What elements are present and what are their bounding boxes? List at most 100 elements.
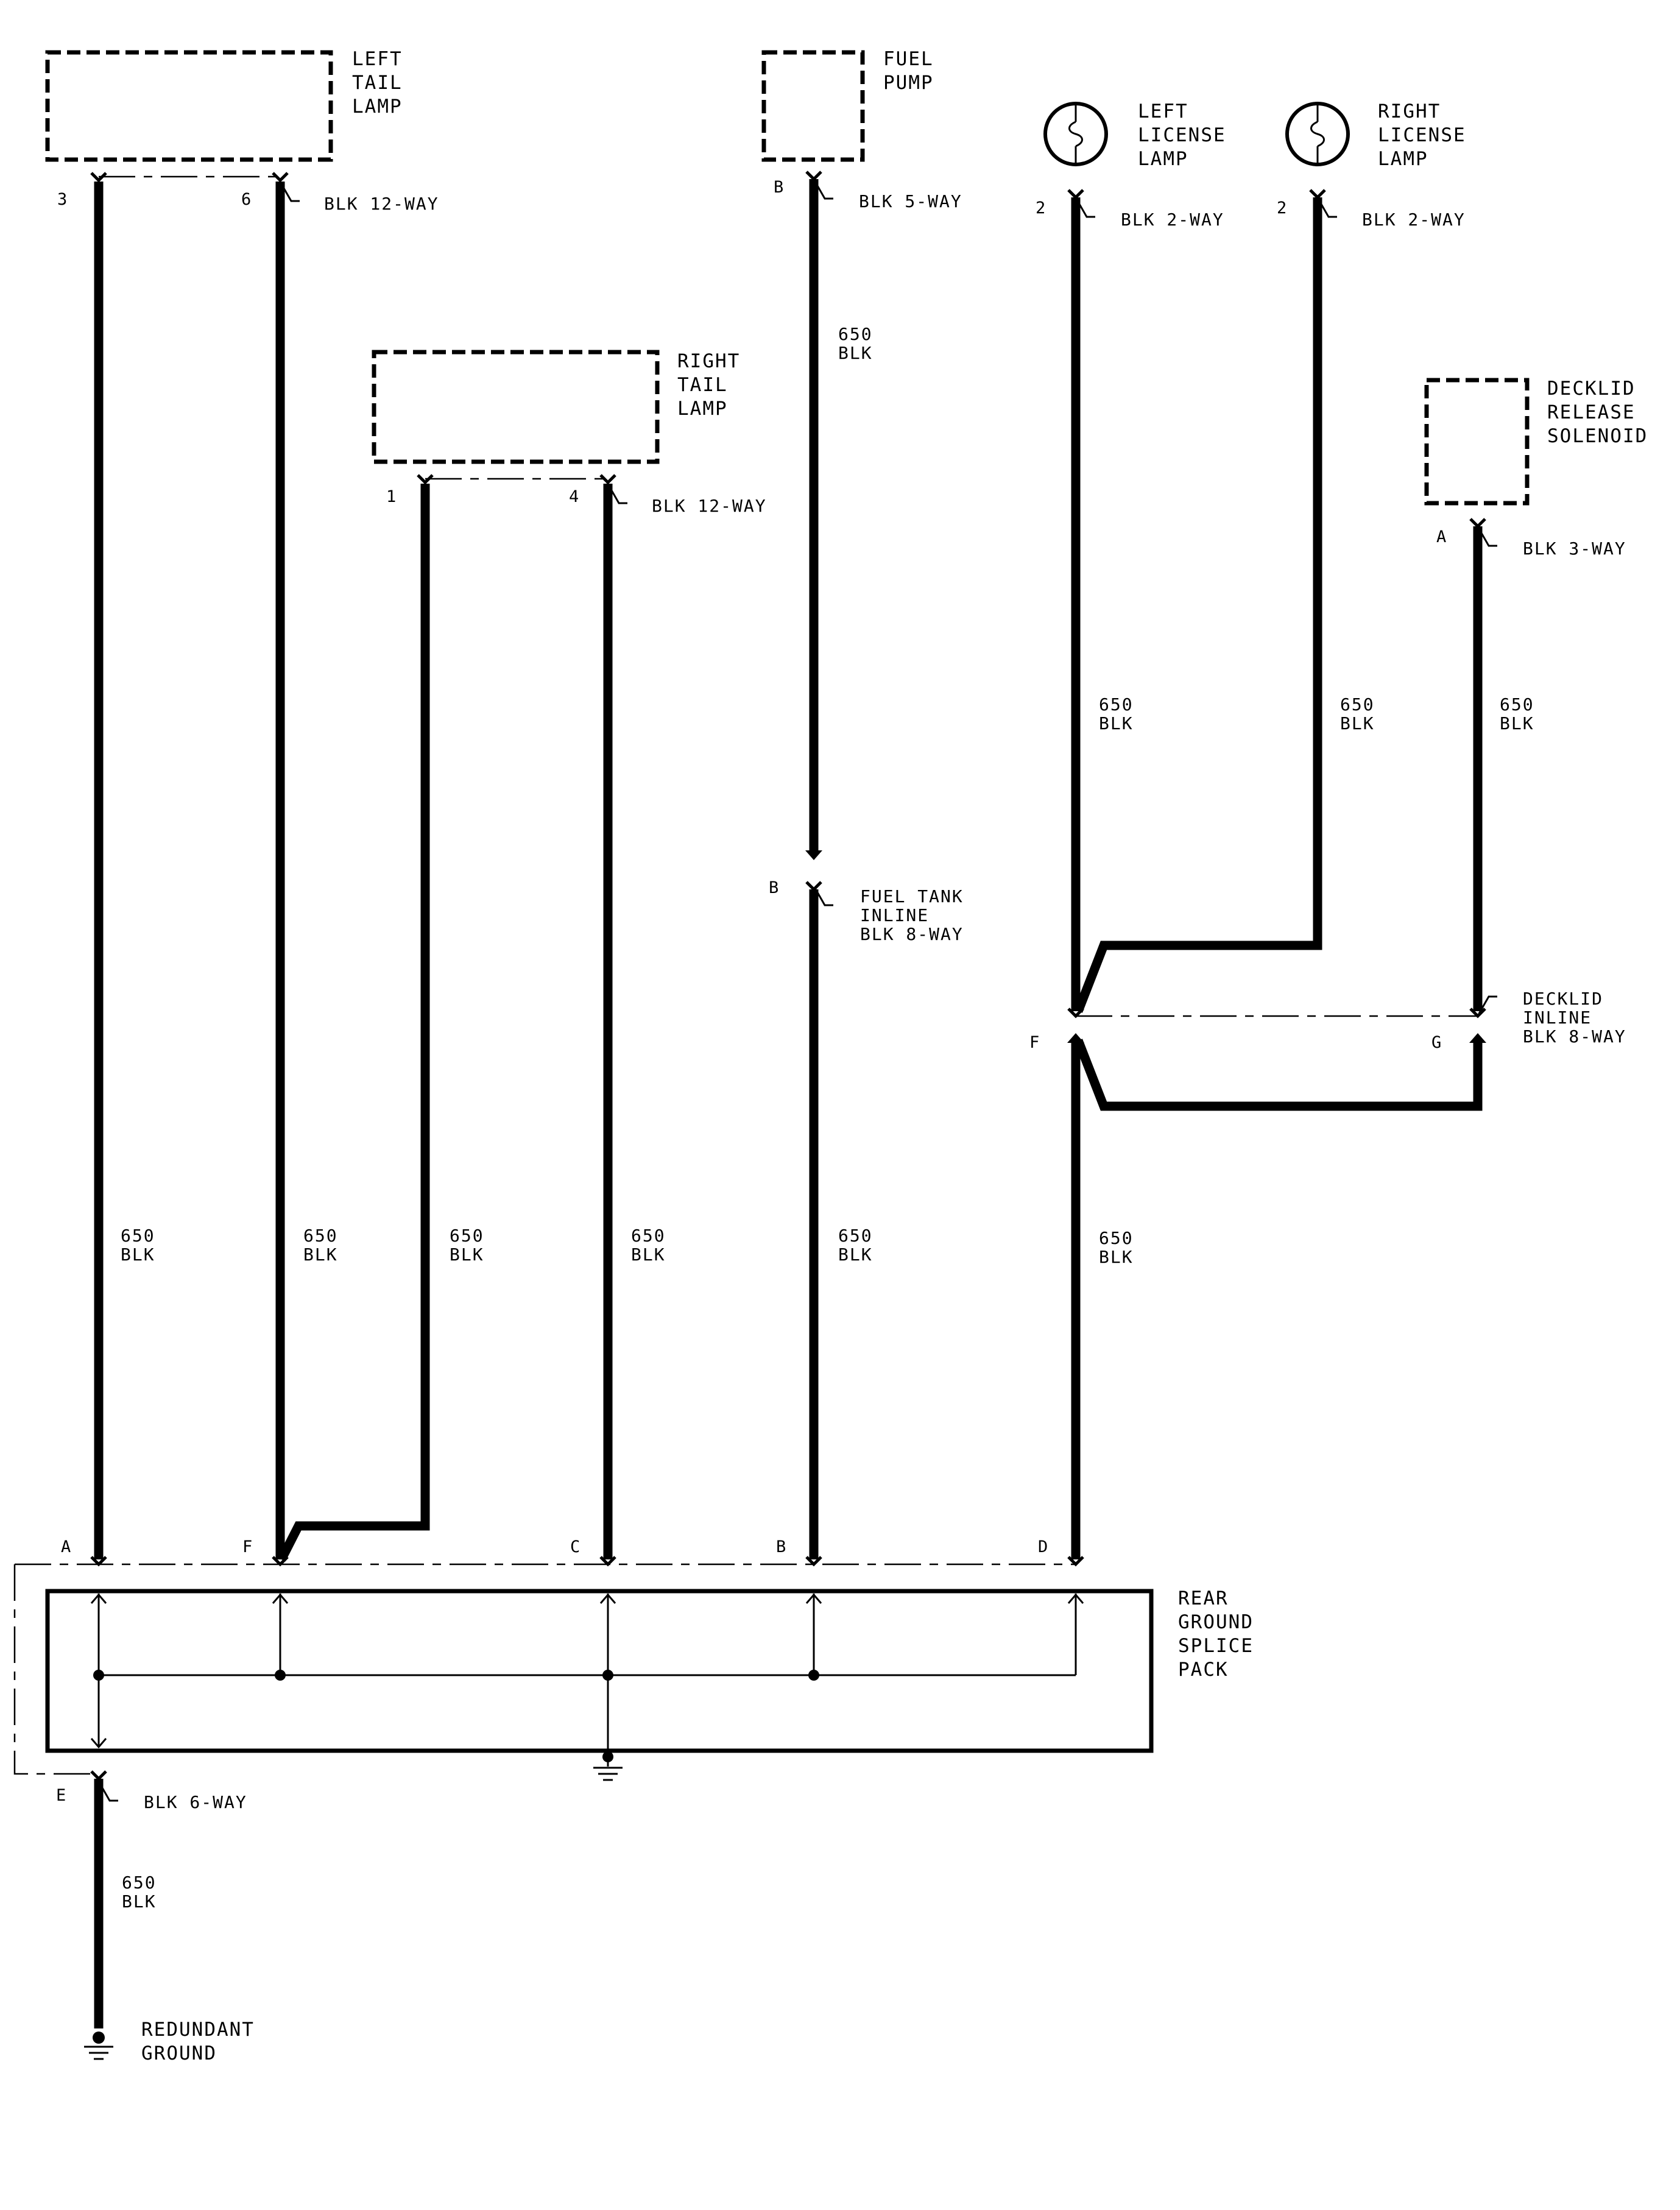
right-license-lamp-label-2: LICENSE [1378,124,1466,146]
wire-color: BLK [838,343,873,363]
decklid-inline-label-3: BLK 8-WAY [1523,1026,1626,1047]
decklid-release-solenoid-box [1424,378,1530,506]
pin-decklid-inline-f: F [1029,1033,1039,1052]
connector-leaders [99,181,1497,1802]
wire-color: BLK [121,1244,155,1265]
right-tail-lamp-box [372,350,660,464]
wire-circuit-number: 650 [1099,694,1134,715]
wire-circuit-number: 650 [838,324,873,344]
redundant-ground-icon [84,2032,113,2060]
wire-circuit-number: 650 [1099,1228,1134,1248]
right-license-lamp-label-1: RIGHT [1378,101,1441,122]
fuel-pump-label-2: PUMP [883,72,934,94]
wire-label-decklid-solenoid: 650 BLK [1500,694,1534,733]
fuel-tank-inline-label-2: INLINE [860,905,929,925]
rear-ground-splice-pack-box [45,1589,1154,1753]
wire-color: BLK [838,1244,873,1265]
pin-splice-b: B [776,1537,786,1556]
wire-circuit-number: 650 [838,1226,873,1246]
left-tail-lamp-label-1: LEFT [352,48,403,70]
pin-left-tail-3: 3 [57,190,67,209]
wire-color: BLK [1500,713,1534,733]
left-tail-connector-label: BLK 12-WAY [324,194,439,214]
splice-pack-label-2: GROUND [1178,1611,1254,1633]
wire-color: BLK [450,1244,484,1265]
pin-splice-d: D [1038,1537,1048,1556]
wire-right-license [1074,197,1322,1013]
fuel-tank-inline-label-3: BLK 8-WAY [860,924,964,944]
wire-label-right-tail-1: 650 BLK [450,1226,484,1265]
wire-right-tail-1 [277,484,430,1562]
wire-color: BLK [1099,713,1134,733]
wire-color: BLK [122,1891,157,1912]
splice-pack-ground-icon [593,1751,623,1781]
pin-splice-f: F [242,1537,252,1556]
splice-pack-label-3: SPLICE [1178,1635,1254,1657]
left-license-lamp-label-2: LICENSE [1138,124,1226,146]
splice-pack-ground-connector-label: BLK 6-WAY [144,1792,247,1812]
wire-color: BLK [1340,713,1375,733]
connector-pin-marks [90,171,1486,1781]
decklid-inline-label-2: INLINE [1523,1008,1592,1028]
decklid-release-solenoid-label: DECKLID RELEASE SOLENOID [1547,378,1648,447]
decklid-solenoid-label-1: DECKLID [1547,378,1636,400]
wire-circuit-number: 650 [122,1873,157,1893]
wire-color: BLK [303,1244,338,1265]
pin-fuel-pump: B [774,178,783,197]
rear-ground-splice-pack-label: REAR GROUND SPLICE PACK [1178,1587,1254,1681]
pin-decklid-solenoid: A [1436,528,1446,546]
pin-splice-e: E [56,1786,66,1805]
left-license-lamp-label-3: LAMP [1138,148,1188,170]
wire-label-redundant-ground: 650 BLK [122,1873,157,1912]
fuel-pump-connector-label: BLK 5-WAY [859,191,962,211]
wire-circuit-number: 650 [303,1226,338,1246]
wire-color: BLK [1099,1247,1134,1267]
connector-arrow-tips [805,850,1486,1043]
wire-label-decklid-inline-f: 650 BLK [1099,1228,1134,1267]
wire-circuit-number: 650 [450,1226,484,1246]
left-license-connector-label: BLK 2-WAY [1121,210,1224,230]
pin-splice-c: C [570,1537,580,1556]
right-license-lamp-bulb-icon [1285,102,1350,166]
decklid-inline-label-1: DECKLID [1523,989,1603,1009]
pin-decklid-inline-g: G [1431,1033,1441,1052]
redundant-ground-label: REDUNDANT GROUND [141,2019,255,2064]
pin-splice-a: A [61,1537,71,1556]
redundant-ground-label-1: REDUNDANT [141,2019,255,2041]
left-license-lamp-bulb-icon [1043,102,1108,166]
right-license-connector-label: BLK 2-WAY [1362,210,1466,230]
wire-decklid-inline-g [1074,1039,1483,1111]
pin-right-license: 2 [1277,199,1286,217]
splice-pack-label-4: PACK [1178,1659,1229,1681]
wire-label-left-license: 650 BLK [1099,694,1134,733]
left-license-lamp-label: LEFT LICENSE LAMP [1138,101,1226,170]
right-tail-lamp-label-2: TAIL [677,374,728,396]
right-tail-lamp-label: RIGHT TAIL LAMP [677,350,739,420]
left-tail-lamp-label-2: TAIL [352,72,403,94]
right-license-lamp-label-3: LAMP [1378,148,1428,170]
pin-left-license: 2 [1036,199,1045,217]
wire-circuit-number: 650 [1500,694,1534,715]
decklid-solenoid-connector-label: BLK 3-WAY [1523,538,1626,559]
splice-pack-connector-dash-side [13,1564,99,1775]
pin-fuel-tank-inline: B [769,878,778,897]
left-tail-lamp-label-3: LAMP [352,96,403,118]
fuel-pump-label: FUEL PUMP [883,48,934,94]
pin-right-tail-1: 1 [386,487,396,506]
fuel-pump-label-1: FUEL [883,48,934,70]
pin-right-tail-4: 4 [569,487,579,506]
wire-label-right-tail-4: 650 BLK [631,1226,666,1265]
wire-label-right-license: 650 BLK [1340,694,1375,733]
right-tail-connector-label: BLK 12-WAY [652,496,767,516]
right-license-lamp-label: RIGHT LICENSE LAMP [1378,101,1466,170]
wire-circuit-number: 650 [1340,694,1375,715]
wire-circuit-number: 650 [631,1226,666,1246]
decklid-solenoid-label-2: RELEASE [1547,401,1636,423]
left-tail-lamp-box [45,50,333,162]
decklid-solenoid-label-3: SOLENOID [1547,425,1648,447]
pin-left-tail-6: 6 [241,190,251,209]
wire-color: BLK [631,1244,666,1265]
left-tail-lamp-label: LEFT TAIL LAMP [352,48,403,118]
wire-label-left-tail-3: 650 BLK [121,1226,155,1265]
